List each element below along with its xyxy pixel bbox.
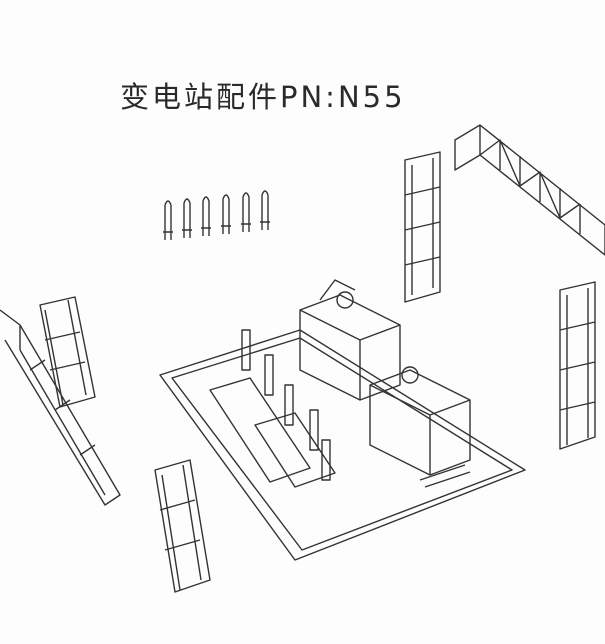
truss-beam-right: [454, 124, 605, 256]
mounting-pegs: [163, 190, 270, 240]
transformer-1: [299, 279, 401, 401]
gantry-tower-center: [404, 151, 441, 303]
gantry-tower-bottom: [154, 459, 211, 593]
base-plate: [159, 329, 526, 561]
transformer-2: [369, 366, 471, 476]
diagram-title: 变电站配件PN:N55: [120, 80, 406, 114]
insulators: [241, 329, 331, 481]
gantry-tower-left: [39, 296, 96, 408]
gantry-tower-right: [559, 281, 596, 450]
